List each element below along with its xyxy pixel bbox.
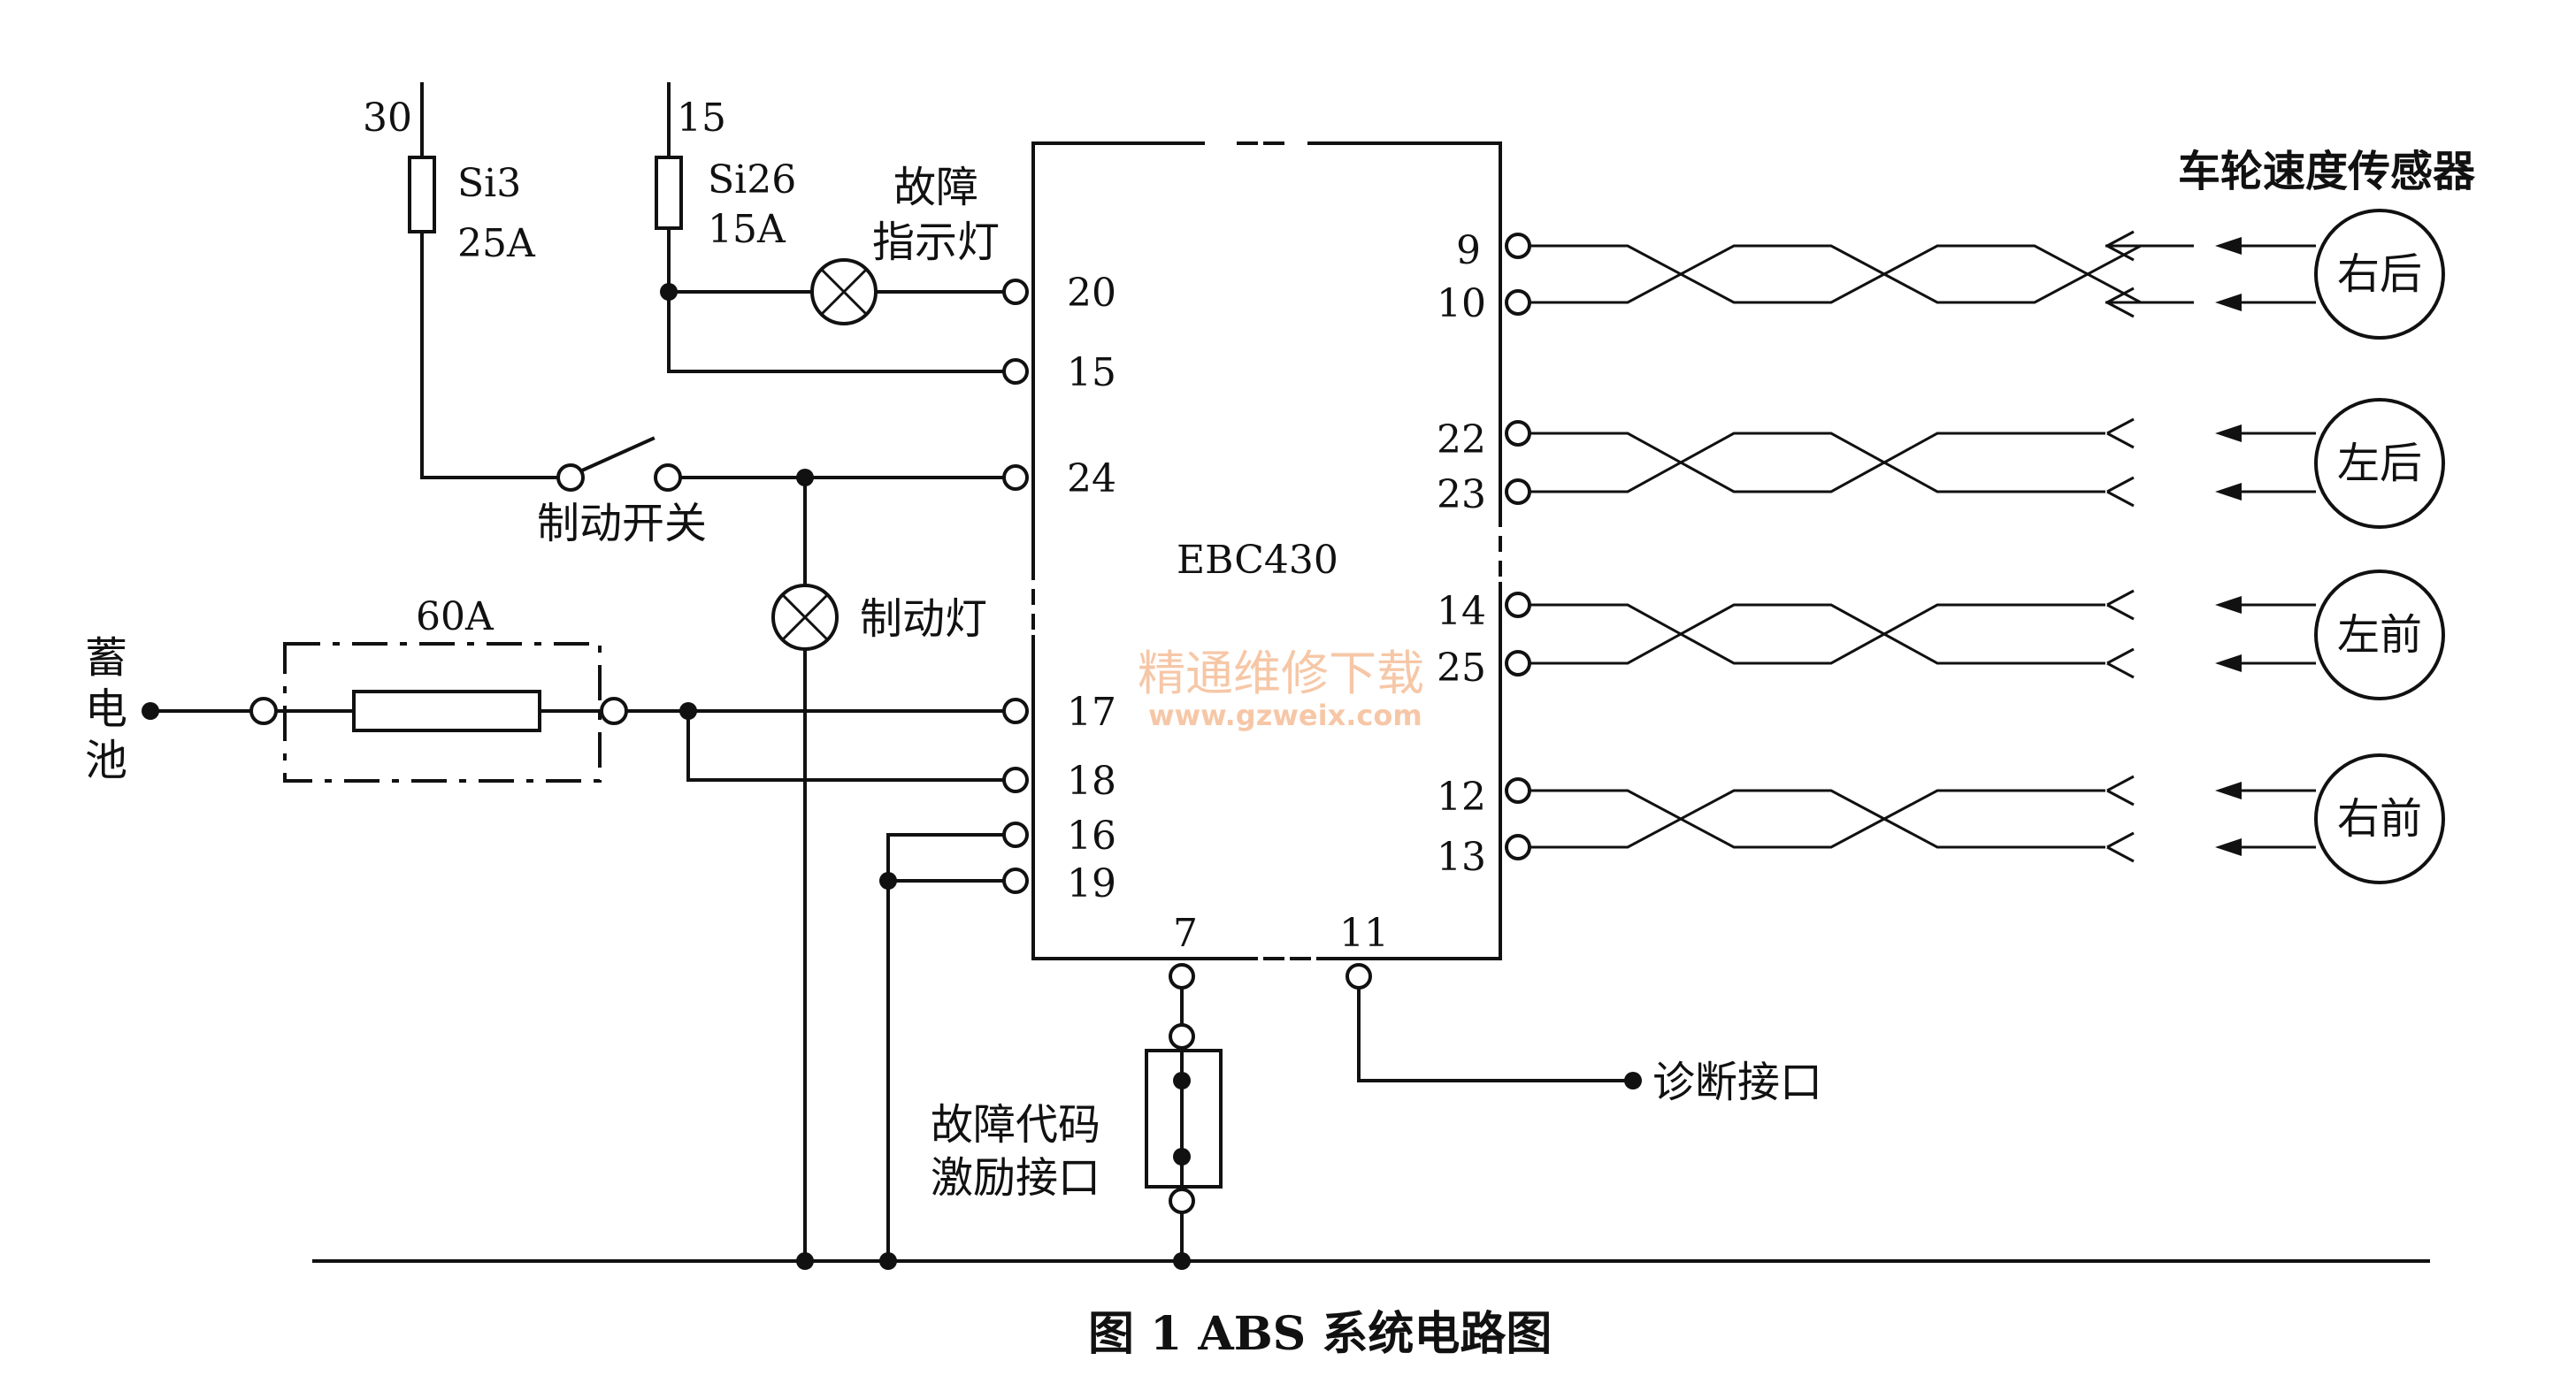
sensor-cable-right-rear	[1505, 230, 2194, 318]
terminal-15-label: 15	[677, 96, 726, 141]
fuse-si3	[408, 156, 436, 233]
terminal-30-label: 30	[363, 96, 412, 141]
fault-code-port-label-1: 故障代码	[931, 1100, 1100, 1150]
sensor-left-front: 左前	[2215, 570, 2445, 700]
svg-text:电: 电	[85, 684, 127, 734]
pin-label: 16	[1067, 814, 1116, 859]
pin-label: 10	[1437, 281, 1486, 326]
pin-label: 23	[1437, 472, 1486, 517]
sensor-cable-right-front	[1505, 775, 2135, 863]
svg-text:池: 池	[85, 736, 127, 785]
figure-caption: 图 1 ABS 系统电路图	[1088, 1307, 1552, 1361]
main-fuse-60a	[352, 690, 541, 732]
supply-30-branch: 30 Si3 25A	[363, 82, 557, 479]
ecu-right-pins: 9 10 22 23 14 25 12 13	[1437, 228, 1486, 880]
pin-label: 20	[1067, 271, 1116, 316]
battery-label: 蓄 电 池	[85, 633, 127, 785]
pin-label: 15	[1067, 350, 1116, 395]
fault-lamp-icon	[810, 258, 878, 325]
svg-text:蓄: 蓄	[85, 633, 127, 683]
pin-label: 9	[1456, 228, 1481, 273]
pin-label: 17	[1067, 690, 1116, 735]
pin-label: 24	[1067, 456, 1116, 501]
fault-code-port-label-2: 激励接口	[931, 1153, 1100, 1203]
brake-lamp-label: 制动灯	[860, 594, 987, 644]
watermark-url: www.gzweix.com	[1148, 699, 1422, 732]
main-fuse-rating: 60A	[416, 594, 494, 639]
pin-label: 14	[1437, 589, 1486, 634]
svg-text:右后: 右后	[2337, 249, 2422, 299]
pin-17-terminal	[1002, 698, 1029, 724]
fuse-si3-rating: 25A	[457, 221, 536, 266]
fault-lamp-label-1: 故障	[893, 163, 978, 212]
sensor-cable-left-rear	[1505, 417, 2135, 508]
pin-18-terminal	[1002, 767, 1029, 793]
sensor-right-rear: 右后	[2215, 209, 2445, 340]
brake-switch-icon	[556, 436, 682, 492]
pin-label: 19	[1067, 861, 1116, 906]
pin-label: 22	[1437, 417, 1486, 462]
fuse-si26-name: Si26	[708, 157, 796, 203]
pin-20-terminal	[1002, 279, 1029, 305]
pin-19-terminal	[1002, 868, 1029, 894]
pin-label: 25	[1437, 646, 1486, 691]
pin-label: 7	[1173, 911, 1198, 956]
fuse-si26-rating: 15A	[708, 207, 786, 252]
pin-11-terminal	[1346, 963, 1372, 990]
supply-15-branch: 15 Si26 15A	[655, 82, 1019, 373]
pin-label: 13	[1437, 835, 1486, 880]
fuse-si3-name: Si3	[457, 161, 521, 206]
brake-switch-label: 制动开关	[537, 499, 707, 548]
pin-7-terminal	[1169, 963, 1195, 990]
sensors-title: 车轮速度传感器	[2178, 147, 2476, 196]
sensor-right-front: 右前	[2215, 753, 2445, 884]
pin-label: 12	[1437, 775, 1486, 820]
ecu-ebc430: EBC430	[1031, 141, 1502, 960]
diag-port-label: 诊断接口	[1652, 1058, 1822, 1107]
ecu-left-pins: 20 15 24 17 18 16 19	[1002, 271, 1116, 906]
pin-15-terminal	[1002, 358, 1029, 385]
ecu-name: EBC430	[1177, 538, 1338, 583]
pin-16-terminal	[1002, 822, 1029, 848]
brake-lamp-icon	[771, 584, 839, 651]
sensor-cable-left-front	[1505, 589, 2135, 679]
pin-24-terminal	[1002, 464, 1029, 491]
svg-text:左前: 左前	[2337, 610, 2422, 660]
sensor-left-rear: 左后	[2215, 398, 2445, 529]
fault-lamp-label-2: 指示灯	[872, 218, 1000, 267]
pin-label: 11	[1339, 911, 1389, 956]
svg-text:左后: 左后	[2337, 439, 2422, 488]
ecu-bottom-pins: 7 11	[1169, 911, 1389, 990]
svg-text:右前: 右前	[2337, 794, 2422, 844]
fuse-si26	[655, 156, 683, 230]
pin-label: 18	[1067, 759, 1116, 804]
watermark-title: 精通维修下载	[1138, 646, 1424, 701]
